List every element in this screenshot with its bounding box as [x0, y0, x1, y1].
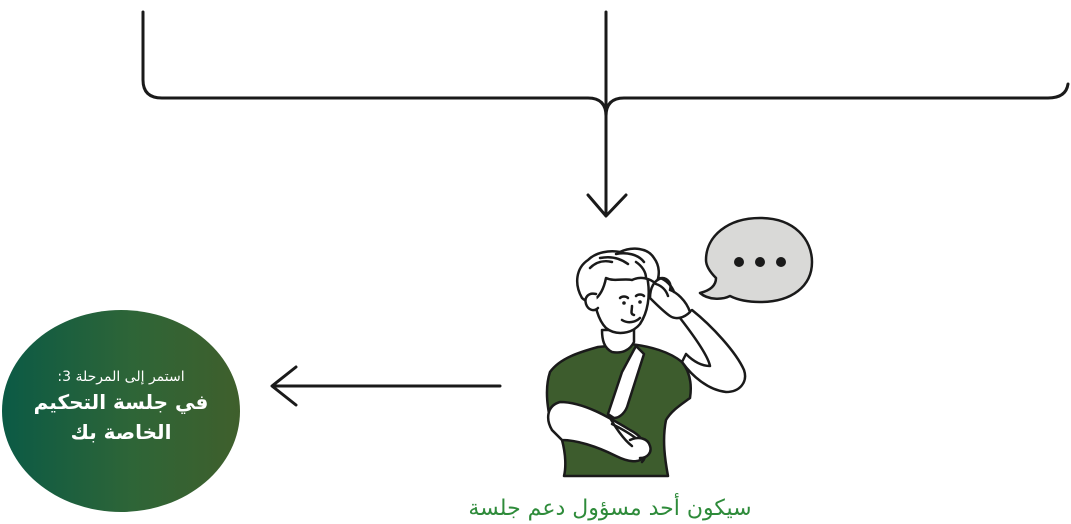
person-caption: سيكون أحد مسؤول دعم جلسة: [420, 494, 800, 524]
speech-bubble-icon: [700, 218, 812, 302]
bracket-left-branch: [143, 12, 606, 116]
merge-bracket: [143, 12, 1068, 215]
next-step-label: استمر إلى المرحلة 3:: [57, 367, 184, 387]
arrow-left-icon: [272, 367, 500, 405]
next-step-circle: استمر إلى المرحلة 3: في جلسة التحكيم الخ…: [2, 310, 240, 512]
bracket-right-branch: [606, 84, 1068, 116]
next-step-title: في جلسة التحكيم الخاصة بك: [16, 387, 226, 447]
